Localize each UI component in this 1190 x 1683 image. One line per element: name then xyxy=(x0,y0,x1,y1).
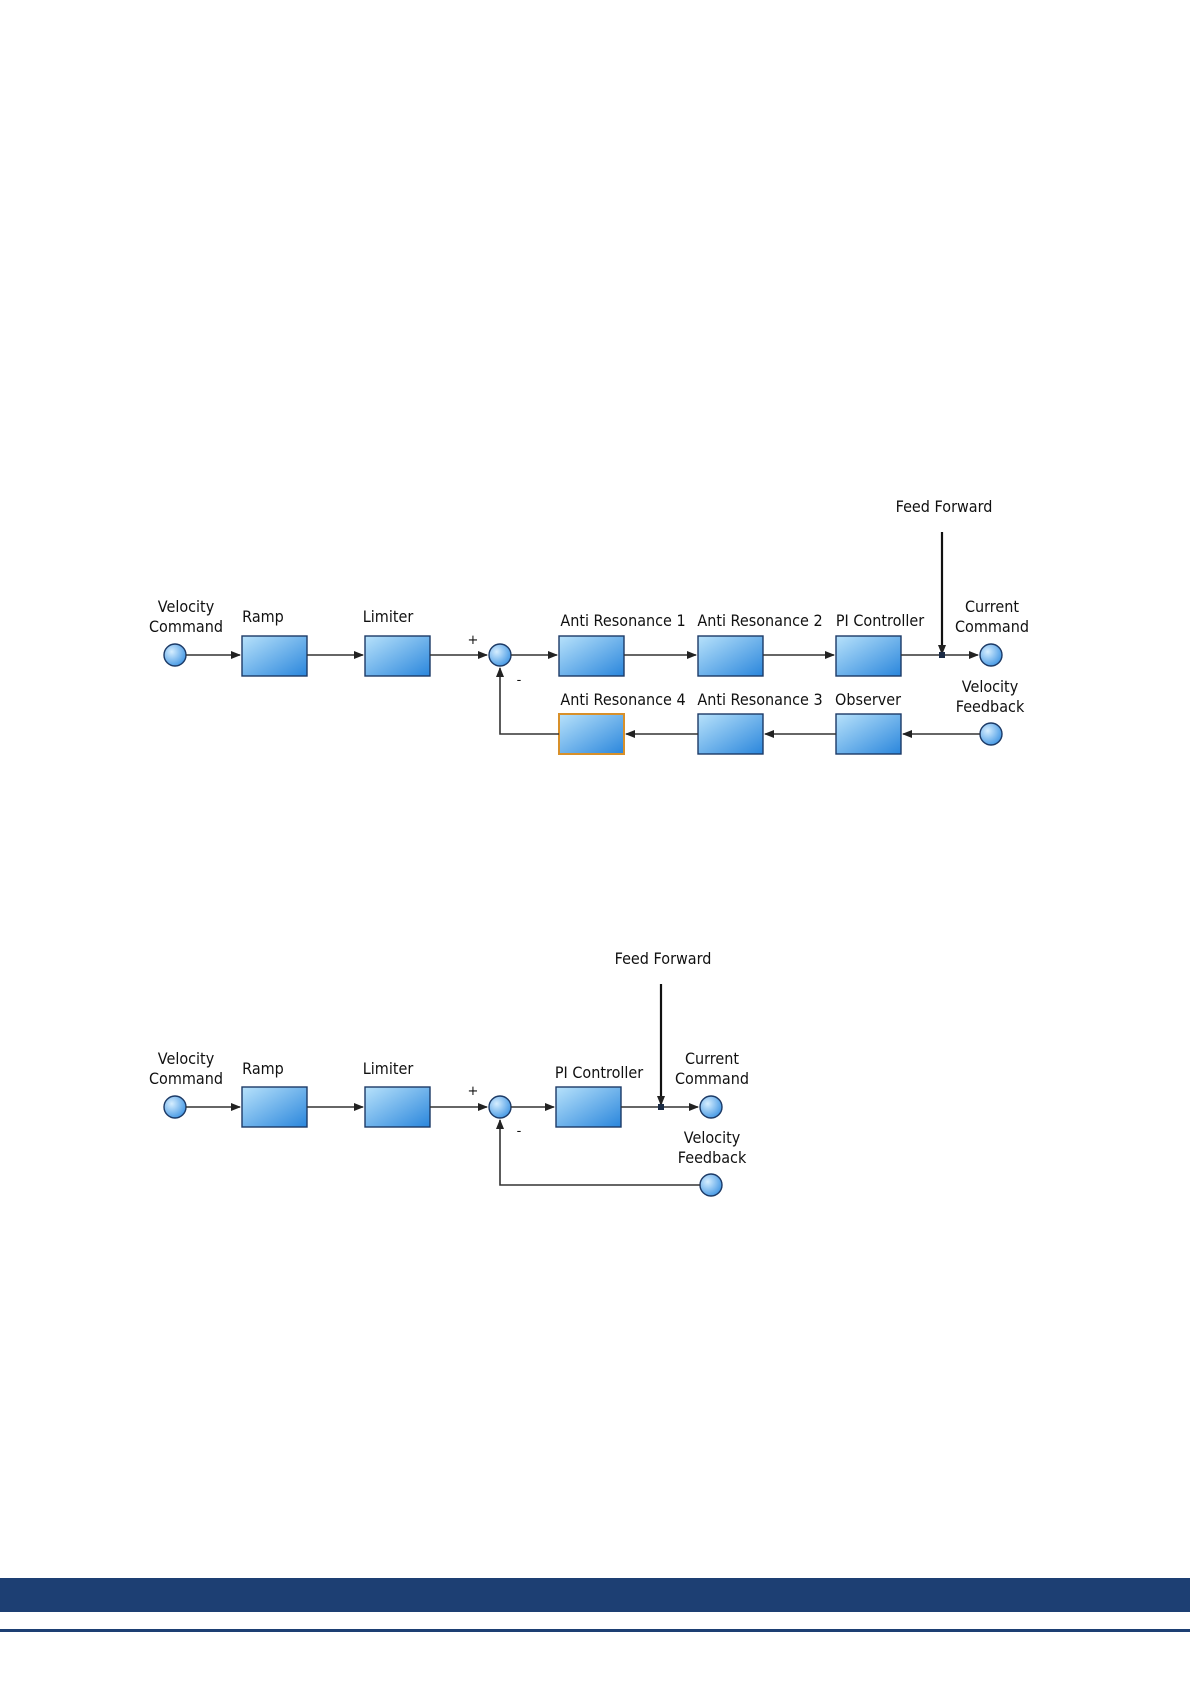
velocity-loop-diagram-full: Feed Forward Velocity Command Ramp Limit… xyxy=(149,497,1029,754)
current-command-label-2-line2: Command xyxy=(675,1069,749,1088)
pi-controller-label: PI Controller xyxy=(836,611,925,630)
pi-controller-block-2[interactable] xyxy=(556,1087,621,1127)
feed-forward-junction-2 xyxy=(658,1104,664,1110)
velocity-loop-diagram-simple: Feed Forward Velocity Command Ramp Limit… xyxy=(149,949,749,1196)
feed-forward-label: Feed Forward xyxy=(896,497,993,516)
ramp-block[interactable] xyxy=(242,636,307,676)
velocity-command-node-2[interactable] xyxy=(164,1096,186,1118)
current-command-node[interactable] xyxy=(980,644,1002,666)
ramp-label: Ramp xyxy=(242,607,284,626)
wire-ar4-sum xyxy=(500,668,559,734)
pi-controller-block[interactable] xyxy=(836,636,901,676)
anti-resonance-1-block[interactable] xyxy=(559,636,624,676)
pi-controller-label-2: PI Controller xyxy=(555,1063,644,1082)
anti-resonance-4-block[interactable] xyxy=(559,714,624,754)
minus-sign-2: - xyxy=(517,1124,522,1139)
feed-forward-label-2: Feed Forward xyxy=(615,949,712,968)
limiter-label: Limiter xyxy=(363,607,414,626)
footer-rule xyxy=(0,1629,1190,1632)
velocity-command-label-line2: Command xyxy=(149,617,223,636)
current-command-label-2-line1: Current xyxy=(685,1049,739,1068)
current-command-label-line1: Current xyxy=(965,597,1019,616)
plus-sign: + xyxy=(468,633,479,648)
observer-block[interactable] xyxy=(836,714,901,754)
velocity-command-node[interactable] xyxy=(164,644,186,666)
ramp-block-2[interactable] xyxy=(242,1087,307,1127)
velocity-feedback-label-line1: Velocity xyxy=(962,677,1018,696)
anti-resonance-1-label: Anti Resonance 1 xyxy=(560,611,685,630)
feed-forward-junction xyxy=(939,652,945,658)
limiter-label-2: Limiter xyxy=(363,1059,414,1078)
velocity-command-label-2-line2: Command xyxy=(149,1069,223,1088)
velocity-feedback-label-2-line2: Feedback xyxy=(678,1148,747,1167)
velocity-feedback-node[interactable] xyxy=(980,723,1002,745)
wire2-velfb-sum xyxy=(500,1120,700,1185)
ramp-label-2: Ramp xyxy=(242,1059,284,1078)
anti-resonance-3-label: Anti Resonance 3 xyxy=(697,690,822,709)
velocity-feedback-node-2[interactable] xyxy=(700,1174,722,1196)
current-command-label-line2: Command xyxy=(955,617,1029,636)
summing-junction[interactable] xyxy=(489,644,511,666)
anti-resonance-2-label: Anti Resonance 2 xyxy=(697,611,822,630)
velocity-command-label-line1: Velocity xyxy=(158,597,214,616)
limiter-block[interactable] xyxy=(365,636,430,676)
anti-resonance-3-block[interactable] xyxy=(698,714,763,754)
velocity-feedback-label-line2: Feedback xyxy=(956,697,1025,716)
current-command-node-2[interactable] xyxy=(700,1096,722,1118)
limiter-block-2[interactable] xyxy=(365,1087,430,1127)
velocity-feedback-label-2-line1: Velocity xyxy=(684,1128,740,1147)
anti-resonance-2-block[interactable] xyxy=(698,636,763,676)
observer-label: Observer xyxy=(835,690,902,709)
plus-sign-2: + xyxy=(468,1084,479,1099)
footer-bar xyxy=(0,1578,1190,1612)
summing-junction-2[interactable] xyxy=(489,1096,511,1118)
minus-sign: - xyxy=(517,673,522,688)
anti-resonance-4-label: Anti Resonance 4 xyxy=(560,690,685,709)
velocity-command-label-2-line1: Velocity xyxy=(158,1049,214,1068)
